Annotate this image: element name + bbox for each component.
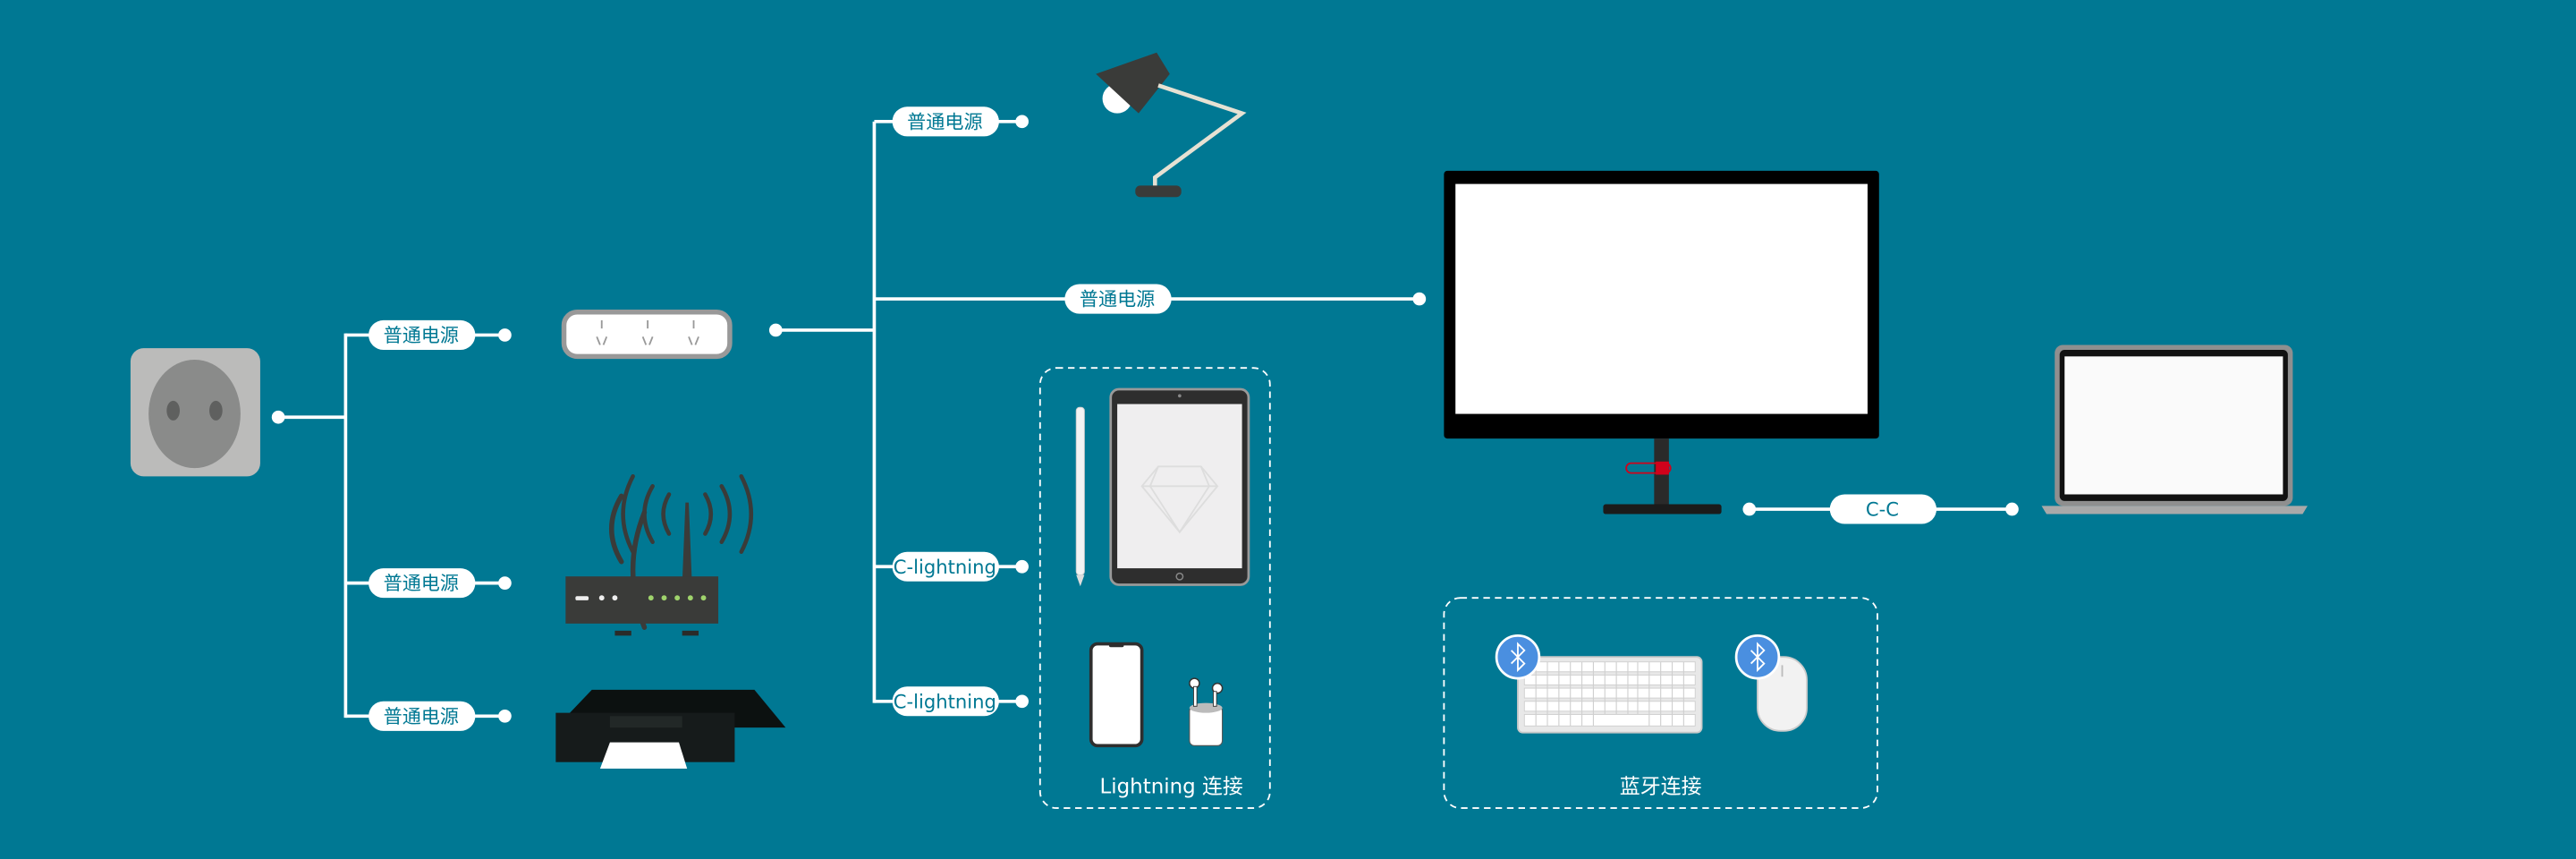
svg-text:普通电源: 普通电源 (907, 110, 982, 132)
label-iphone-cable: C-lightning (892, 686, 999, 717)
keyboard-icon (1517, 656, 1703, 734)
lightning-group: Lightning 连接 (1038, 367, 1271, 810)
sketch-logo-icon (1140, 465, 1219, 534)
airpods-icon (1189, 677, 1224, 746)
label-printer-power: 普通电源 (369, 701, 476, 731)
svg-text:普通电源: 普通电源 (384, 705, 459, 727)
bluetooth-icon (1495, 634, 1541, 680)
label-router-power: 普通电源 (369, 568, 476, 599)
printer-icon (555, 689, 786, 770)
label-monitor-power: 普通电源 (1064, 284, 1172, 314)
svg-text:普通电源: 普通电源 (384, 324, 459, 346)
desk-lamp-icon (1096, 52, 1247, 198)
wifi-router-icon (565, 474, 754, 636)
label-cc-cable: C-C (1829, 494, 1937, 524)
label-strip-power: 普通电源 (369, 319, 476, 350)
monitor-icon (1444, 170, 1879, 515)
bluetooth-group: 蓝牙连接 (1443, 597, 1878, 810)
bluetooth-group-caption: 蓝牙连接 (1620, 776, 1702, 799)
svg-text:普通电源: 普通电源 (1080, 288, 1155, 310)
svg-text:普通电源: 普通电源 (384, 572, 459, 594)
svg-text:C-lightning: C-lightning (894, 690, 996, 712)
label-ipad-cable: C-lightning (892, 551, 999, 582)
lightning-group-caption: Lightning 连接 (1099, 776, 1242, 799)
bluetooth-icon (1734, 634, 1781, 680)
ipad-icon (1109, 387, 1250, 586)
laptop-icon (2041, 344, 2308, 515)
svg-text:C-lightning: C-lightning (894, 556, 996, 578)
power-strip-icon (561, 310, 733, 360)
iphone-icon (1089, 642, 1144, 748)
svg-text:C-C: C-C (1866, 498, 1899, 521)
label-lamp-power: 普通电源 (892, 106, 999, 137)
apple-pencil-icon (1075, 406, 1085, 587)
wire-endpoints (271, 115, 2019, 723)
wall-outlet-icon (130, 348, 260, 477)
